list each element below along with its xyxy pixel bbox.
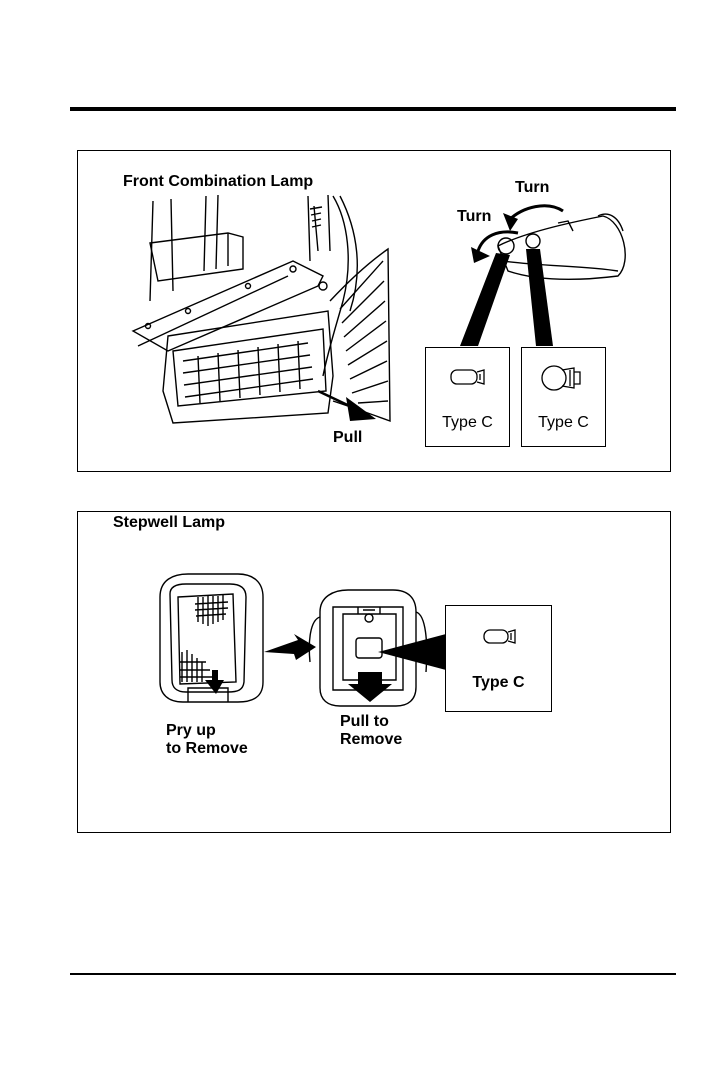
bulb-type-left: Type C <box>426 414 509 432</box>
stepwell-lamp-figure: Stepwell Lamp Pry up to Remove Pull to R… <box>77 511 671 833</box>
bulb-type-right: Type C <box>522 414 605 432</box>
bulb-box-right: Type C <box>521 347 606 447</box>
bottom-rule <box>70 973 676 975</box>
pull-to-remove-line1: Pull to <box>340 713 402 731</box>
turn-label-upper: Turn <box>515 179 549 197</box>
pull-label: Pull <box>333 429 362 447</box>
stepwell-lamp-illustration <box>78 512 672 834</box>
stepwell-bulb-box: Type C <box>445 605 552 712</box>
stepwell-lamp-title: Stepwell Lamp <box>113 514 225 532</box>
wedge-bulb-icon <box>426 348 511 408</box>
pry-up-line1: Pry up <box>166 722 248 740</box>
bulb-box-left: Type C <box>425 347 510 447</box>
pry-up-line2: to Remove <box>166 740 248 758</box>
stepwell-bulb-type: Type C <box>446 674 551 692</box>
front-lamp-title: Front Combination Lamp <box>123 173 313 191</box>
wedge-bulb-icon <box>446 606 553 666</box>
front-combination-lamp-figure: Front Combination Lamp Turn Turn Pull Ty… <box>77 150 671 472</box>
pull-to-remove-label: Pull to Remove <box>340 713 402 749</box>
wedge-bulb-icon <box>522 348 607 408</box>
pry-up-label: Pry up to Remove <box>166 722 248 758</box>
turn-label-lower: Turn <box>457 208 491 226</box>
pull-to-remove-line2: Remove <box>340 731 402 749</box>
top-rule <box>70 107 676 111</box>
